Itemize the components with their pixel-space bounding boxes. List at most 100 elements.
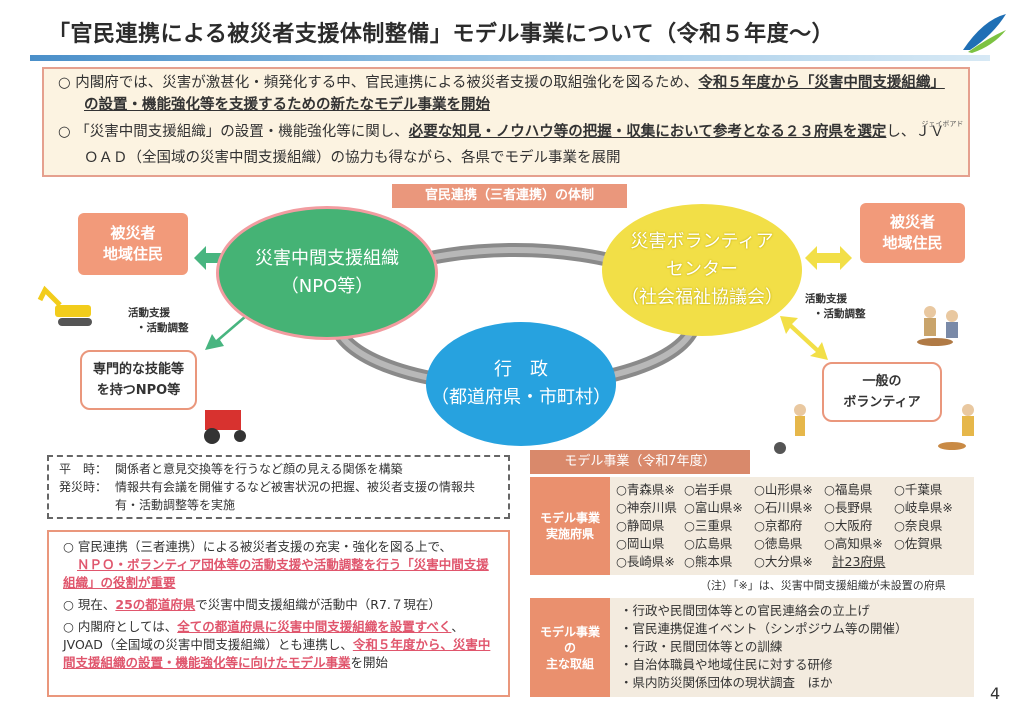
arrow-right-residents (805, 246, 852, 270)
lr-line1: 被災者 (110, 224, 156, 242)
prefecture-item: ○長野県 (824, 500, 873, 515)
left-residents-box: 被災者 地域住民 (78, 213, 188, 275)
npo-title: 災害中間支援組織 (255, 248, 399, 269)
prefecture-item: ○富山県※ (684, 500, 743, 515)
point3-text-c: を開始 (350, 655, 389, 670)
gov-subtitle: （都道府県・市町村） (431, 387, 611, 408)
npo-intermediary-circle: 災害中間支援組織 （NPO等） (216, 206, 438, 340)
prefecture-item: ○長崎県※ (616, 554, 675, 569)
point3-text-a: ○ 内閣府としては、 (63, 619, 178, 634)
vc-line3: （社会福祉協議会） (621, 287, 783, 308)
summary-p2-emphasis: 必要な知見・ノウハウ等の把握・収集において参考となる２３府県を選定 (408, 124, 887, 140)
prefecture-item: ○岩手県 (684, 482, 733, 497)
rr-line2: 地域住民 (882, 234, 943, 252)
right-residents-box: 被災者 地域住民 (860, 203, 965, 263)
disaster-label: 発災時： (59, 480, 108, 494)
point3-text-b: 、JVOAD（全国域の災害中間支援組織）とも連携し、 (63, 619, 464, 652)
prefecture-item: ○石川県※ (754, 500, 813, 515)
prefecture-item: ○奈良県 (894, 518, 943, 533)
gv-line2: ボランティア (843, 395, 921, 410)
activities-label: モデル事業の主な取組 (530, 598, 610, 697)
title-divider (30, 55, 990, 61)
model-project-tab: モデル事業（令和7年度） (530, 450, 750, 474)
vc-line2: センター (666, 259, 738, 280)
gov-title: 行 政 (494, 359, 548, 380)
summary-p1-text: ○ 内閣府では、災害が激甚化・頻発化する中、官民連携による被災者支援の取組強化を… (58, 75, 699, 91)
point1-emphasis: ＮＰＯ・ボランティア団体等の活動支援や活動調整を行う「災害中間支援組織」の役割が… (63, 557, 489, 590)
prefecture-item: ○千葉県 (894, 482, 943, 497)
sn-line2: を持つNPO等 (96, 383, 181, 398)
activities-label-line1: モデル事業 (539, 624, 600, 639)
prefecture-item: ○高知県※ (824, 536, 883, 551)
sn-line1: 専門的な技能等 (92, 362, 184, 377)
prefecture-item: ○徳島県 (754, 536, 803, 551)
activity-item: ・官民連携促進イベント（シンポジウム等の開催） (620, 621, 908, 636)
excavator-icon (37, 285, 92, 326)
prefecture-item: ○熊本県 (684, 554, 733, 569)
page-title: 「官民連携による被災者支援体制整備」モデル事業について（令和５年度～） (48, 22, 835, 47)
prefecture-item: ○大阪府 (824, 518, 873, 533)
prefecture-item: ○岐阜県※ (894, 500, 953, 515)
prefecture-item: ○京都府 (754, 518, 803, 533)
point2-emphasis: 25の都道府県 (115, 597, 196, 612)
frame-label: 官民連携（三者連携）の体制 (392, 184, 627, 208)
support-label-right: 活動支援 ・活動調整 (805, 292, 866, 322)
prefecture-item: ○福島県 (824, 482, 873, 497)
activity-item: ・県内防災関係団体の現状調査 ほか (620, 675, 833, 690)
key-points-box: ○ 官民連携（三者連携）による被災者支援の充実・強化を図る上で、 ＮＰＯ・ボランテ… (47, 530, 510, 697)
activities-label-line2: の (563, 640, 576, 655)
skilled-npo-box: 専門的な技能等 を持つNPO等 (80, 350, 197, 410)
tractor-icon (204, 410, 246, 444)
arrow-right-volunteer (780, 316, 828, 360)
prefecture-total: 計23府県 (832, 554, 886, 569)
sl-line1: 活動支援 (128, 307, 170, 319)
disaster-text: 情報共有会議を開催するなど被害状況の把握、被災者支援の情報共有・活動調整等を実施 (115, 480, 476, 512)
volunteer-people-icon (774, 404, 974, 454)
prefectures-row: モデル事業実施府県 ○青森県※ ○岩手県 ○山形県※ ○福島県 ○千葉県 ○神奈川県 ○富山… (530, 477, 974, 575)
normal-disaster-box: 平 時： 関係者と意見交換等を行うなど顔の見える関係を構築 発災時： 情報共有会議を… (47, 455, 510, 519)
government-circle: 行 政 （都道府県・市町村） (426, 322, 616, 446)
point1-text: ○ 官民連携（三者連携）による被災者支援の充実・強化を図る上で、 (63, 539, 453, 554)
prefecture-item: ○神奈川県 (616, 500, 677, 515)
cabinet-office-logo-icon (963, 14, 1006, 53)
activity-item: ・自治体職員や地域住民に対する研修 (620, 657, 833, 672)
prefecture-item: ○岡山県 (616, 536, 665, 551)
prefecture-item: ○大分県※ (754, 554, 813, 569)
point3-emphasis-1: 全ての都道府県に災害中間支援組織を設置すべく (177, 619, 452, 634)
normal-label: 平 時： (59, 462, 108, 476)
prefecture-grid: ○青森県※ ○岩手県 ○山形県※ ○福島県 ○千葉県 ○神奈川県 ○富山県※ ○石川県※ ○長野… (616, 481, 968, 571)
prefecture-item: ○佐賀県 (894, 536, 943, 551)
activity-item: ・行政・民間団体等との訓練 (620, 639, 783, 654)
summary-box: ○ 内閣府では、災害が激甚化・頻発化する中、官民連携による被災者支援の取組強化を… (42, 67, 970, 177)
volunteer-center-circle: 災害ボランティア センター （社会福祉協議会） (602, 204, 802, 336)
page-number: 4 (990, 684, 1001, 703)
activities-label-line3: 主な取組 (545, 656, 594, 671)
npo-subtitle: （NPO等） (280, 276, 374, 297)
normal-text: 関係者と意見交換等を行うなど顔の見える関係を構築 (115, 462, 403, 476)
prefecture-item: ○山形県※ (754, 482, 813, 497)
activities-row: モデル事業の主な取組 ・行政や民間団体等との官民連絡会の立上げ ・官民連携促進イ… (530, 598, 974, 697)
rr-line1: 被災者 (889, 213, 935, 231)
sr-line2: ・活動調整 (813, 308, 866, 320)
point2-text-a: ○ 現在、 (63, 597, 116, 612)
point3-emphasis-2: 令和５年度から、災害中間支援組織の設置・機能強化等に向けたモデル事業 (63, 637, 491, 670)
sl-line2: ・活動調整 (136, 322, 189, 334)
point2-text-b: で災害中間支援組織が活動中（R7.７現在） (195, 597, 441, 612)
general-volunteer-box: 一般の ボランティア (822, 362, 942, 422)
support-label-left: 活動支援 ・活動調整 (128, 306, 189, 336)
prefecture-item: ○広島県 (684, 536, 733, 551)
prefectures-label-line1: モデル事業 (539, 511, 600, 525)
summary-p1-emphasis: 令和５年度から「災害中間支援組織」の設置・機能強化等を支援するための新たなモデル… (84, 75, 945, 113)
lr-line2: 地域住民 (102, 245, 163, 263)
prefectures-label-line2: 実施府県 (545, 527, 594, 541)
footnote: （注）「※」は、災害中間支援組織が未設置の府県 (700, 579, 946, 592)
activity-item: ・行政や民間団体等との官民連絡会の立上げ (620, 603, 870, 618)
workers-icon (917, 306, 958, 346)
vc-line1: 災害ボランティア (630, 231, 774, 252)
prefecture-item: ○青森県※ (616, 482, 675, 497)
prefecture-item: ○三重県 (684, 518, 733, 533)
summary-p2-tail: し、ＪＶＯＡＤ（全国域の災害中間支援組織）の協力も得ながら、各県でモデル事業を展… (84, 124, 945, 166)
sr-line1: 活動支援 (805, 293, 847, 305)
gv-line1: 一般の (862, 374, 902, 389)
ruby-jvoad: ジェイボアド (921, 120, 964, 128)
